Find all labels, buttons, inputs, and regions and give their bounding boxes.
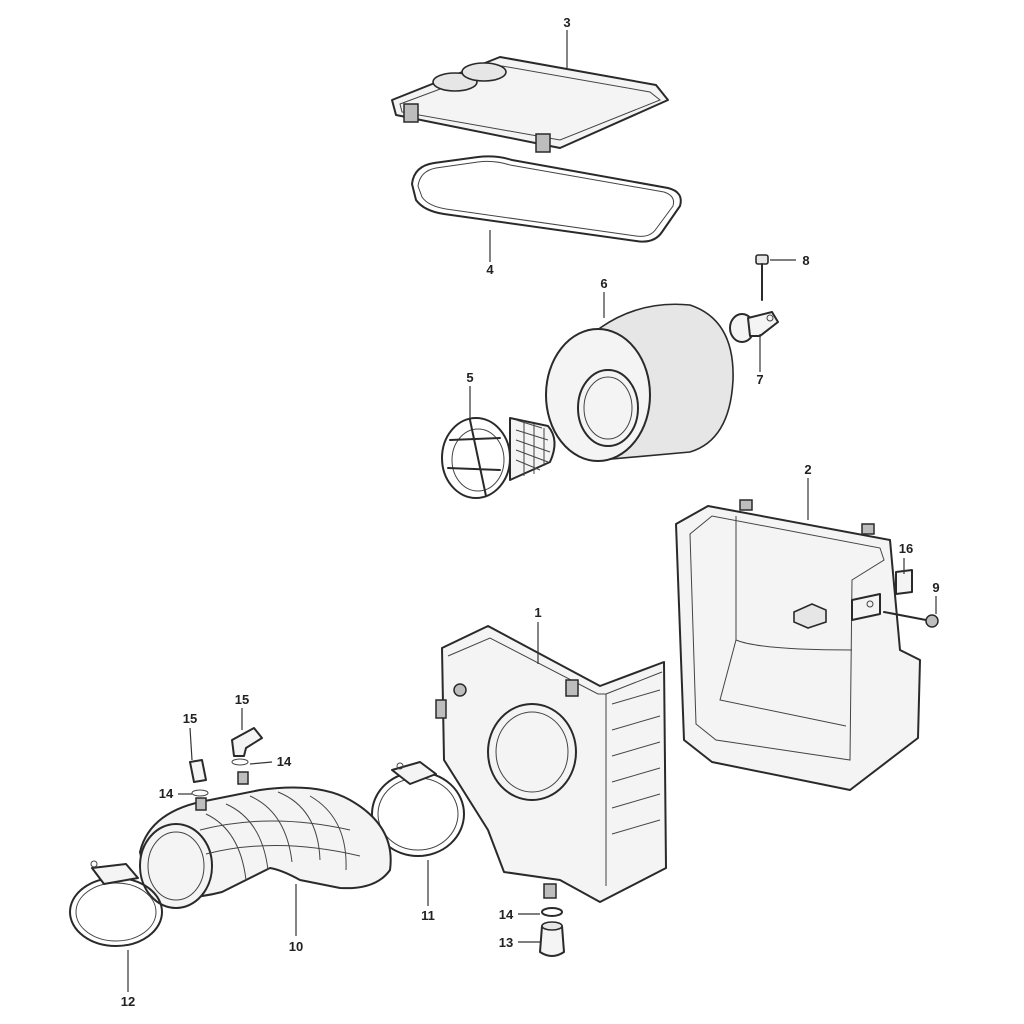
part-clamp-11 [371,761,465,857]
part-fitting-15b [231,727,263,766]
part-screw-9 [883,611,939,628]
part-fitting-15a [189,759,209,797]
part-housing-lower [675,499,921,791]
callout-2: 2 [804,462,811,477]
callout-7: 7 [756,372,763,387]
callout-11: 11 [421,908,435,923]
part-gasket [411,155,682,243]
callout-4: 4 [486,262,494,277]
callout-14-fitting: 14 [277,754,292,769]
part-housing-upper [435,625,667,903]
callout-14-drain: 14 [499,907,514,922]
callout-8: 8 [802,253,809,268]
callout-9: 9 [932,580,939,595]
leader-lines [127,30,937,992]
part-bracket [729,311,779,343]
callout-3: 3 [563,15,570,30]
callout-14-hose: 14 [159,786,174,801]
part-screw-8 [755,254,769,301]
part-lid [391,56,669,153]
callout-5: 5 [466,370,473,385]
part-intake-hose [139,771,392,909]
callout-15-right: 15 [235,692,249,707]
part-drain-valve [539,907,565,957]
part-screen [441,417,556,499]
part-filter-element [545,303,734,462]
callout-15-left: 15 [183,711,197,726]
callout-16: 16 [899,541,913,556]
part-clamp-12 [69,860,163,947]
callout-10: 10 [289,939,303,954]
callout-13: 13 [499,935,513,950]
callout-1: 1 [534,605,541,620]
callout-12: 12 [121,994,135,1009]
callout-6: 6 [600,276,607,291]
